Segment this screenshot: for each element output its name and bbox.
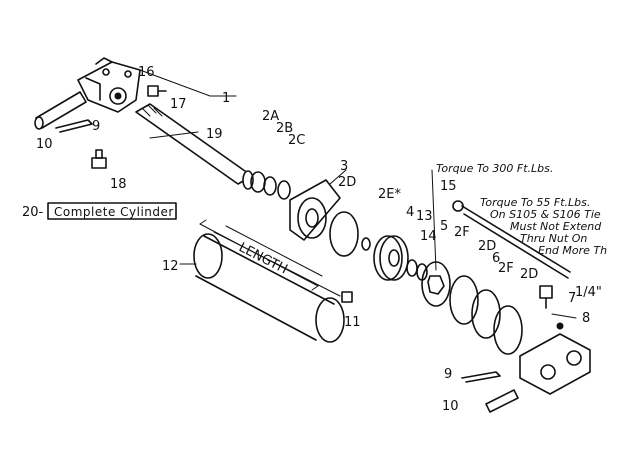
leader-8 [551, 313, 577, 319]
label-2e: 2E* [378, 187, 401, 202]
seal-2c [277, 180, 291, 200]
label-11: 11 [344, 315, 361, 330]
leader-19 [149, 131, 199, 139]
leader-1 [139, 69, 237, 97]
label-18: 18 [110, 177, 127, 192]
label-2d-b: 2D [478, 239, 496, 254]
label-6: 6 [492, 251, 500, 266]
label-2d-c: 2D [520, 267, 538, 282]
label-17: 17 [170, 97, 187, 112]
label-2f-b: 2F [498, 261, 514, 276]
label-19: 19 [206, 127, 223, 142]
ring-2f-a [449, 275, 479, 325]
label-2b: 2B [276, 121, 293, 136]
pin-10-bottom [485, 389, 519, 413]
label-14: 14 [420, 229, 437, 244]
piston-rod-19 [135, 103, 254, 190]
label-4: 4 [406, 205, 414, 220]
oring-2d-a [329, 211, 359, 257]
leader-5 [431, 169, 437, 271]
length-dimension [199, 219, 319, 291]
cylinder-barrel-12 [193, 225, 345, 343]
clip-9-bottom [461, 371, 501, 383]
label-9-left: 9 [92, 119, 100, 134]
label-3: 3 [340, 159, 348, 174]
fitting-18 [91, 149, 107, 169]
base-mount-8 [519, 322, 591, 395]
tie-note-line4: End More Th [538, 244, 607, 257]
label-8: 8 [582, 311, 590, 326]
label-2f-a: 2F [454, 225, 470, 240]
tie-note-line1: On S105 & S106 Tie [490, 208, 601, 221]
tie-rod-6 [452, 200, 571, 279]
clip-9-left [55, 119, 93, 133]
cylinder-head-16 [77, 57, 141, 113]
label-20: 20- [22, 205, 44, 220]
label-2a: 2A [262, 109, 279, 124]
part-11 [341, 291, 353, 303]
label-16: 16 [138, 65, 155, 80]
tie-note-line2: Must Not Extend [510, 220, 602, 233]
label-5: 5 [440, 219, 448, 234]
gland-3 [289, 179, 341, 241]
ring-2e [361, 237, 371, 251]
tie-note-line3: Thru Nut On [520, 232, 587, 245]
pin-10-left [34, 91, 87, 130]
label-7: 7 [568, 291, 576, 306]
label-1: 1 [222, 91, 230, 106]
leader-3 [329, 169, 347, 185]
label-2c: 2C [288, 133, 305, 148]
label-quarter: 1/4" [575, 285, 602, 300]
torque-55-note: Torque To 55 Ft.Lbs. [480, 196, 590, 209]
torque-300-note: Torque To 300 Ft.Lbs. [436, 162, 553, 175]
piston-4 [373, 235, 409, 281]
label-15: 15 [440, 179, 457, 194]
label-10-bottom: 10 [442, 399, 459, 414]
complete-cylinder-text: Complete Cylinder [54, 205, 174, 219]
complete-cylinder-box [47, 202, 177, 220]
fitting-17 [147, 85, 167, 97]
label-10-left: 10 [36, 137, 53, 152]
ring-2d-c [493, 305, 523, 355]
label-13: 13 [416, 209, 433, 224]
label-2d-a: 2D [338, 175, 356, 190]
seal-2b [263, 176, 277, 196]
ring-2d-b [471, 289, 501, 339]
washer-13 [406, 259, 418, 277]
label-12: 12 [162, 259, 179, 274]
fitting-7 [539, 285, 553, 309]
label-9-bottom: 9 [444, 367, 452, 382]
